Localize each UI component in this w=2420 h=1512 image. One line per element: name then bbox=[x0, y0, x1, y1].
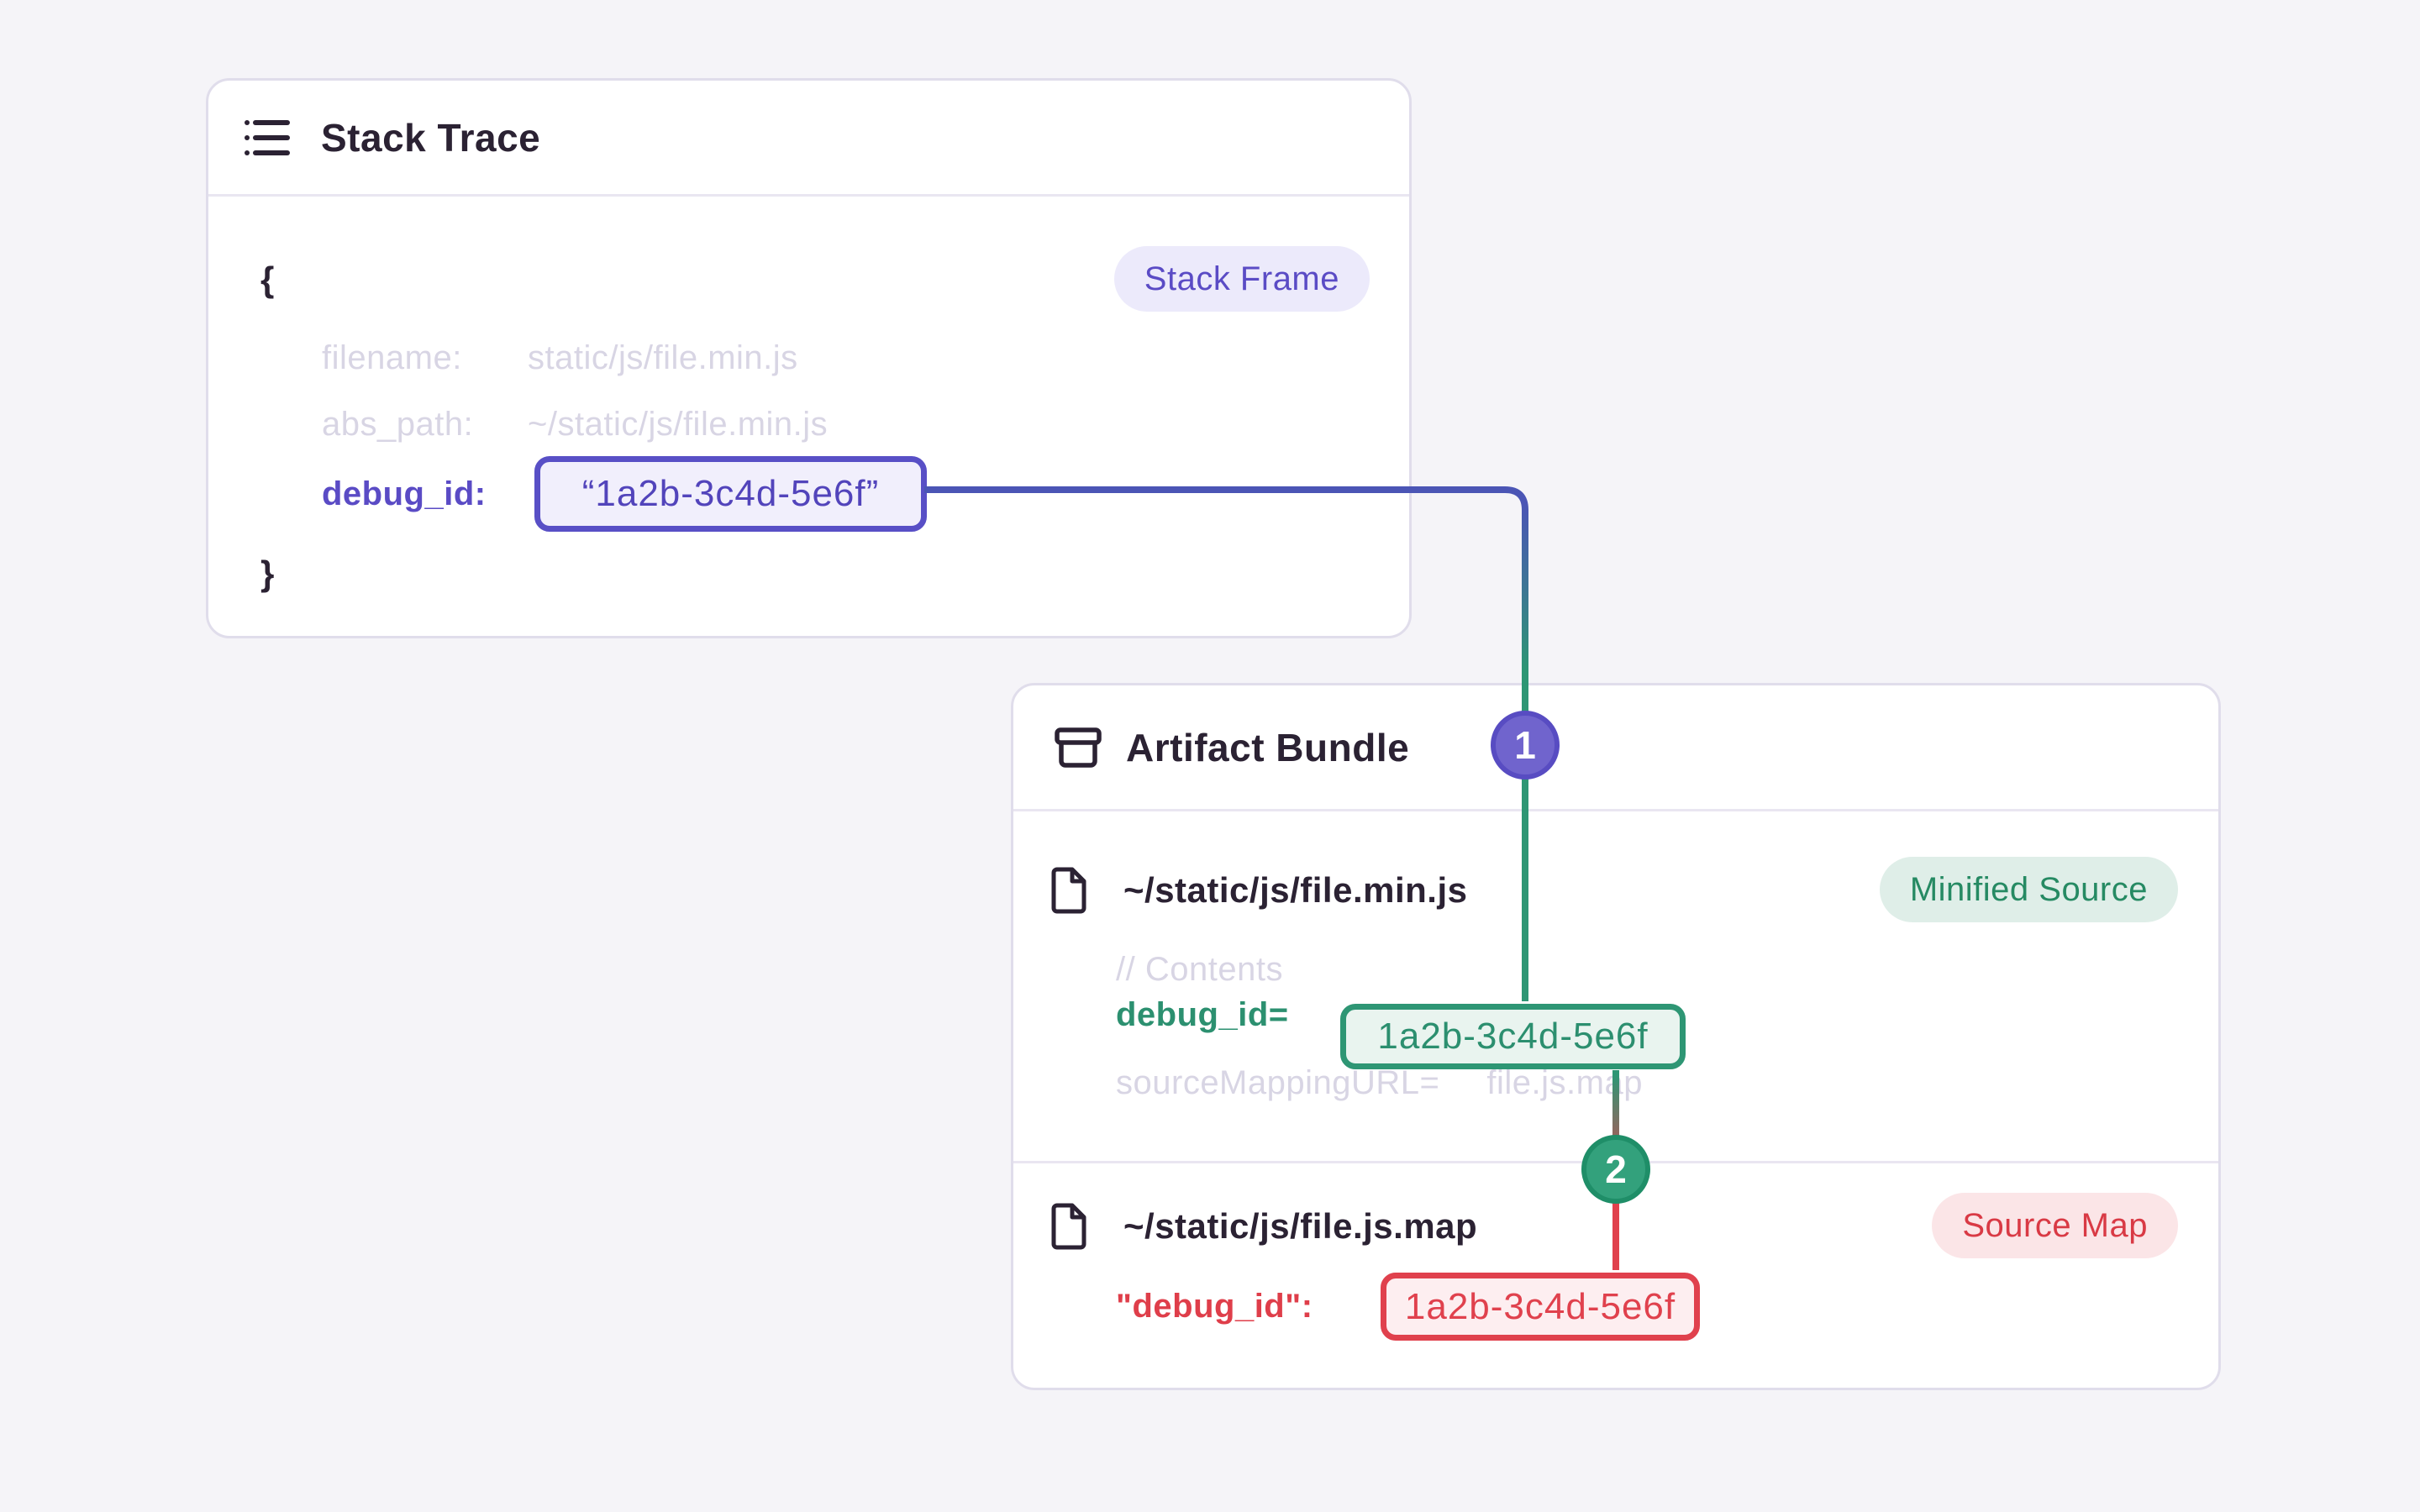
stack-frame-badge: Stack Frame bbox=[1113, 246, 1370, 312]
artifact-bundle-header: Artifact Bundle bbox=[1013, 685, 2218, 811]
file-icon bbox=[1051, 867, 1086, 914]
stack-trace-card: Stack Trace { Stack Frame filename: stat… bbox=[206, 78, 1412, 638]
debug-id-label: debug_id: bbox=[322, 475, 487, 512]
stack-trace-title: Stack Trace bbox=[321, 115, 541, 160]
source-map-badge: Source Map bbox=[1932, 1193, 2178, 1258]
bundle-debug-id-label: debug_id= bbox=[1116, 995, 1289, 1033]
minified-file-path: ~/static/js/file.min.js bbox=[1123, 870, 1468, 910]
stack-trace-header: Stack Trace bbox=[208, 81, 1409, 197]
filename-value: static/js/file.min.js bbox=[528, 339, 798, 376]
artifact-bundle-title: Artifact Bundle bbox=[1126, 725, 1410, 769]
source-map-file-path: ~/static/js/file.js.map bbox=[1123, 1206, 1478, 1246]
artifact-bundle-card: Artifact Bundle ~/static/js/file.min.js … bbox=[1011, 683, 2221, 1390]
map-debug-id-row: "debug_id": bbox=[1116, 1273, 1313, 1341]
bundle-debug-id-value-box: 1a2b-3c4d-5e6f bbox=[1340, 1004, 1686, 1069]
archive-icon bbox=[1055, 727, 1102, 768]
source-mapping-label: sourceMappingURL= bbox=[1116, 1063, 1440, 1101]
file-icon bbox=[1051, 1203, 1086, 1250]
source-map-file-row: ~/static/js/file.js.map bbox=[1051, 1193, 1477, 1260]
abs-path-label: abs_path: bbox=[322, 405, 474, 443]
source-mapping-value: file.js.map bbox=[1486, 1063, 1643, 1101]
source-mapping-row: sourceMappingURL= file.js.map bbox=[1116, 1049, 1643, 1116]
map-debug-id-value-box: 1a2b-3c4d-5e6f bbox=[1381, 1273, 1700, 1341]
minified-file-row: ~/static/js/file.min.js bbox=[1051, 857, 1468, 924]
list-icon bbox=[245, 119, 290, 155]
abs-path-row: abs_path: ~/static/js/file.min.js bbox=[322, 391, 828, 458]
close-brace: } bbox=[260, 554, 275, 593]
file-divider bbox=[1013, 1161, 2218, 1163]
debug-id-value-box: “1a2b-3c4d-5e6f” bbox=[534, 456, 927, 532]
open-brace: { bbox=[260, 260, 275, 299]
filename-label: filename: bbox=[322, 339, 462, 376]
bundle-debug-id-row: debug_id= bbox=[1116, 981, 1289, 1048]
abs-path-value: ~/static/js/file.min.js bbox=[528, 405, 829, 443]
minified-source-badge: Minified Source bbox=[1879, 857, 2178, 922]
filename-row: filename: static/js/file.min.js bbox=[322, 324, 798, 391]
map-debug-id-label: "debug_id": bbox=[1116, 1288, 1313, 1325]
debug-id-row: debug_id: bbox=[322, 460, 487, 528]
